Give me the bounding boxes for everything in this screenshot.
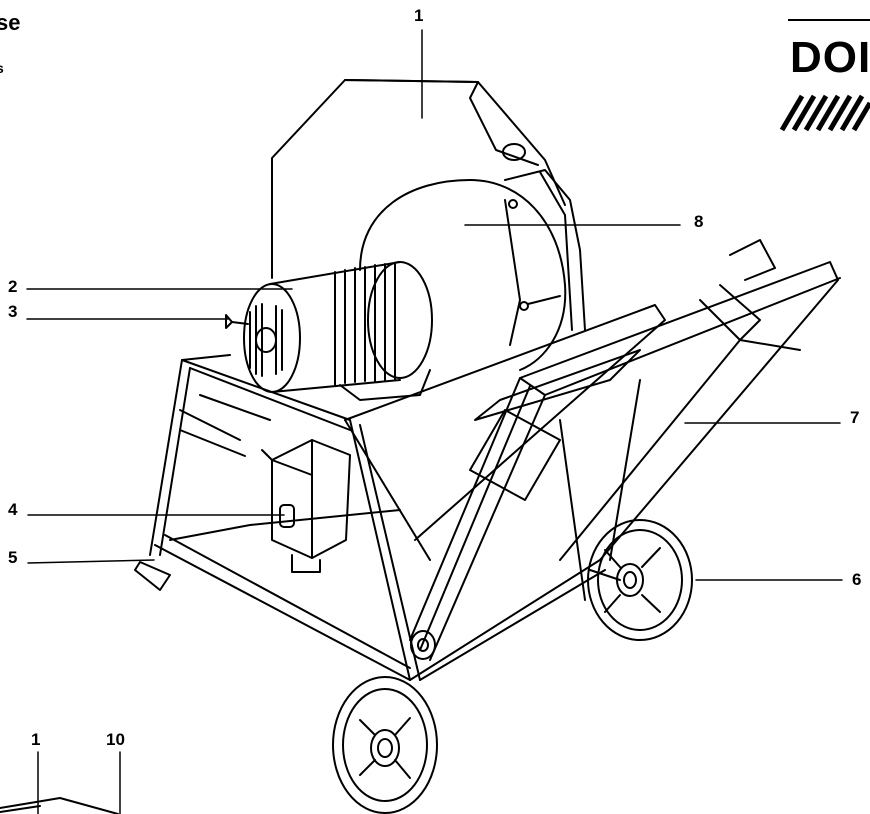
blade-guard [271,79,586,331]
detail-sketch [0,797,119,814]
callout-1-top: 1 [414,6,424,25]
front-wheel [332,676,438,814]
tilting-table [344,239,841,661]
blade-housing [359,179,567,371]
switch-box [261,439,351,573]
callout-4: 4 [8,500,18,519]
callout-7: 7 [850,408,860,427]
callout-5: 5 [8,548,18,567]
machine-frame [134,354,606,681]
leader-lines [26,29,843,814]
callout-2: 2 [8,277,18,296]
rear-wheel [587,519,693,641]
electric-motor [225,261,433,401]
callout-8: 8 [694,212,704,231]
callout-6: 6 [852,570,862,589]
brand-logo-text: DOI [790,36,870,80]
callout-10: 10 [106,730,125,749]
callout-1-bottom: 1 [31,730,41,749]
section-heading: se [0,10,21,35]
section-subheading: s [0,60,4,76]
brand-logo-graphic [778,19,870,132]
callout-3: 3 [8,302,18,321]
